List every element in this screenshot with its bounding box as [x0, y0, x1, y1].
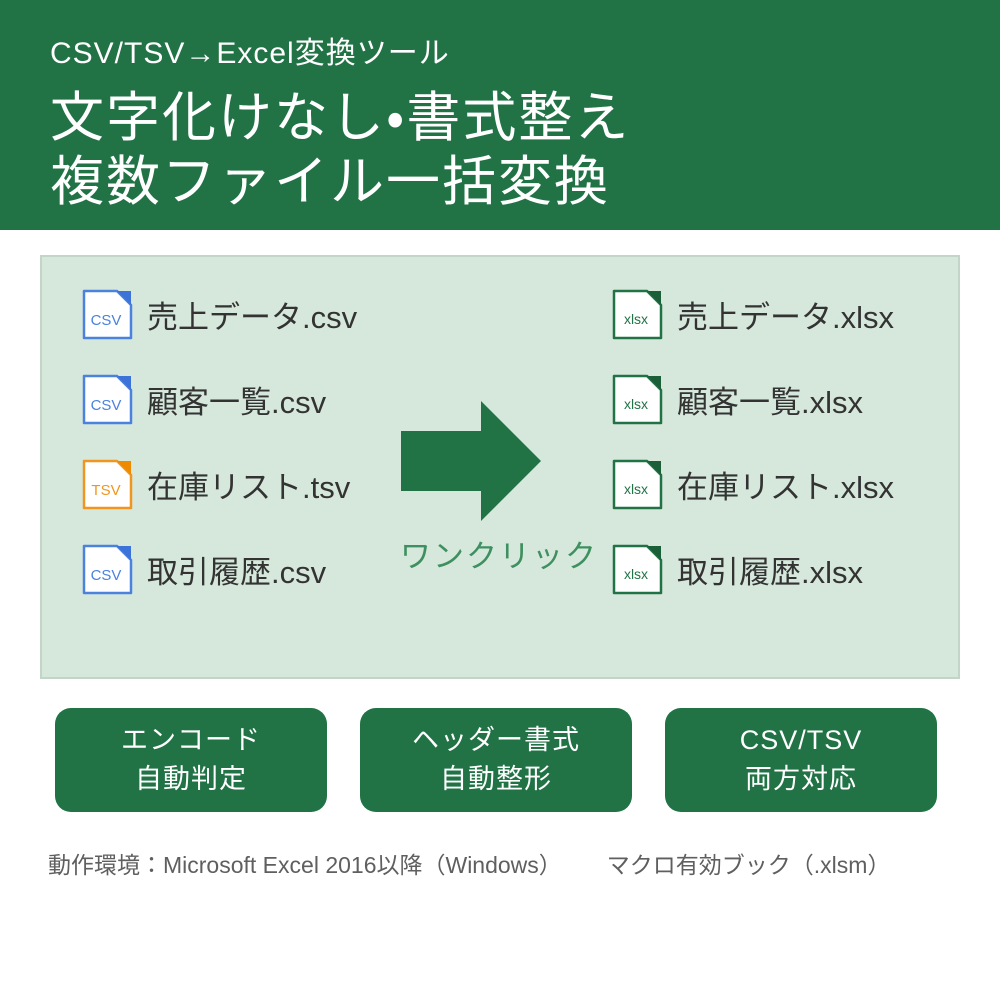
- svg-text:CSV: CSV: [91, 397, 122, 414]
- title-line-2: 複数ファイル一括変換: [50, 152, 610, 212]
- list-item: TSV 在庫リスト.tsv: [81, 458, 357, 511]
- list-item: xlsx 顧客一覧.xlsx: [611, 373, 894, 426]
- feature-badge-csv-tsv-support: CSV/TSV 両方対応: [665, 708, 937, 812]
- output-file-name: 取引履歴.xlsx: [677, 555, 863, 590]
- svg-text:xlsx: xlsx: [624, 566, 648, 582]
- feature-badge-header-format: ヘッダー書式 自動整形: [360, 708, 632, 812]
- source-file-name: 取引履歴.csv: [147, 555, 327, 590]
- output-files-column: xlsx 売上データ.xlsx xlsx 顧客一覧.xlsx xlsx 在: [611, 288, 894, 596]
- header-banner: CSV/TSV→Excel変換ツール 文字化けなし・書式整え 複数ファイル一括変…: [0, 0, 1000, 230]
- list-item: CSV 売上データ.csv: [81, 288, 357, 341]
- feature-line-2: 自動整形: [440, 764, 552, 794]
- footer-note: 動作環境：Microsoft Excel 2016以降（Windows） マクロ…: [48, 846, 890, 880]
- feature-line-1: ヘッダー書式: [412, 725, 580, 755]
- tool-subtitle: CSV/TSV→Excel変換ツール: [50, 37, 450, 70]
- xlsx-file-icon: xlsx: [612, 544, 663, 595]
- svg-text:CSV: CSV: [91, 567, 122, 584]
- list-item: CSV 取引履歴.csv: [81, 543, 357, 596]
- system-requirements: 動作環境：Microsoft Excel 2016以降（Windows）: [48, 852, 562, 878]
- csv-file-icon: CSV: [82, 544, 133, 595]
- svg-text:CSV: CSV: [91, 312, 122, 329]
- list-item: xlsx 売上データ.xlsx: [611, 288, 894, 341]
- csv-file-icon: CSV: [82, 374, 133, 425]
- title-line-1: 文字化けなし・書式整え: [50, 88, 631, 148]
- tsv-file-icon: TSV: [82, 459, 133, 510]
- feature-badge-encoding: エンコード 自動判定: [55, 708, 327, 812]
- arrow-right-icon: [401, 401, 541, 521]
- source-files-column: CSV 売上データ.csv CSV 顧客一覧.csv TSV 在庫リスト.: [81, 288, 357, 596]
- file-format-note: マクロ有効ブック（.xlsm）: [606, 852, 891, 878]
- list-item: xlsx 在庫リスト.xlsx: [611, 458, 894, 511]
- feature-line-1: CSV/TSV: [739, 725, 863, 755]
- source-file-name: 在庫リスト.tsv: [147, 470, 351, 505]
- conversion-panel: CSV 売上データ.csv CSV 顧客一覧.csv TSV 在庫リスト.: [40, 255, 960, 679]
- source-file-name: 売上データ.csv: [147, 300, 358, 335]
- svg-text:xlsx: xlsx: [624, 481, 648, 497]
- svg-text:TSV: TSV: [91, 482, 120, 499]
- xlsx-file-icon: xlsx: [612, 374, 663, 425]
- svg-text:xlsx: xlsx: [624, 311, 648, 327]
- csv-file-icon: CSV: [82, 289, 133, 340]
- svg-text:xlsx: xlsx: [624, 396, 648, 412]
- one-click-label: ワンクリック: [400, 539, 598, 574]
- feature-line-2: 自動判定: [135, 764, 247, 794]
- list-item: CSV 顧客一覧.csv: [81, 373, 357, 426]
- output-file-name: 売上データ.xlsx: [677, 300, 894, 335]
- page-title: 文字化けなし・書式整え 複数ファイル一括変換: [50, 86, 960, 214]
- feature-line-2: 両方対応: [745, 764, 857, 794]
- output-file-name: 在庫リスト.xlsx: [677, 470, 894, 505]
- output-file-name: 顧客一覧.xlsx: [677, 385, 863, 420]
- xlsx-file-icon: xlsx: [612, 459, 663, 510]
- feature-badges-row: エンコード 自動判定 ヘッダー書式 自動整形 CSV/TSV 両方対応: [55, 708, 937, 812]
- feature-line-1: エンコード: [121, 725, 261, 755]
- source-file-name: 顧客一覧.csv: [147, 385, 327, 420]
- xlsx-file-icon: xlsx: [612, 289, 663, 340]
- list-item: xlsx 取引履歴.xlsx: [611, 543, 894, 596]
